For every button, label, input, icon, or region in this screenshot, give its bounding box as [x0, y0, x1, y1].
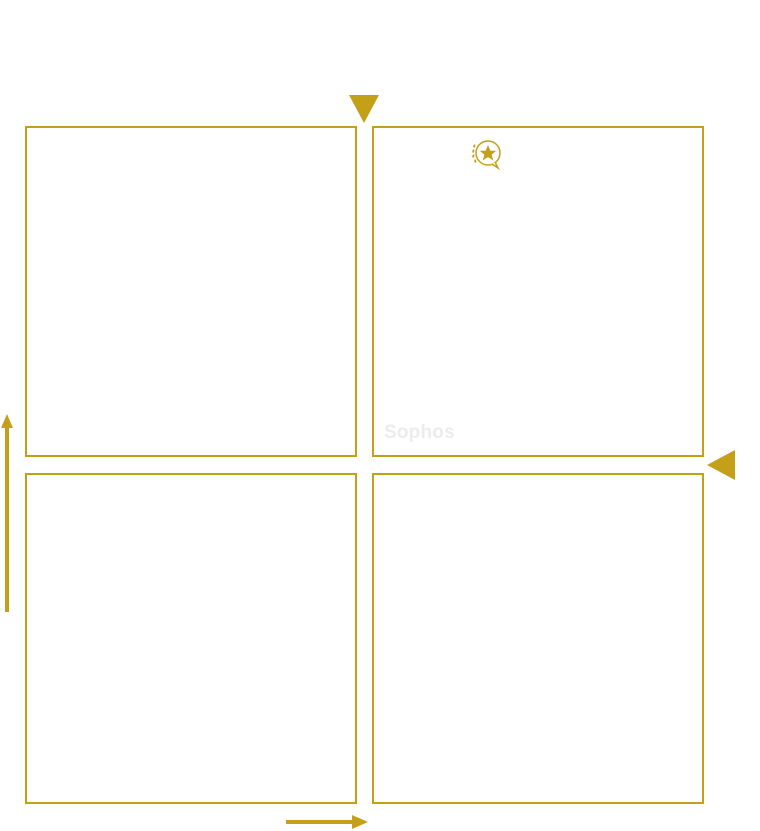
triangle-down-marker — [349, 95, 379, 123]
vendor-label-sophos: Sophos — [384, 422, 455, 443]
quadrant-bottom-right — [372, 473, 704, 804]
triangle-left-marker — [707, 450, 735, 480]
y-axis-arrow — [1, 414, 13, 612]
x-axis-arrow — [286, 815, 368, 829]
quadrant-top-left — [25, 126, 357, 457]
quadrant-top-right — [372, 126, 704, 457]
award-star-icon — [472, 140, 501, 170]
quadrant-bottom-left — [25, 473, 357, 804]
